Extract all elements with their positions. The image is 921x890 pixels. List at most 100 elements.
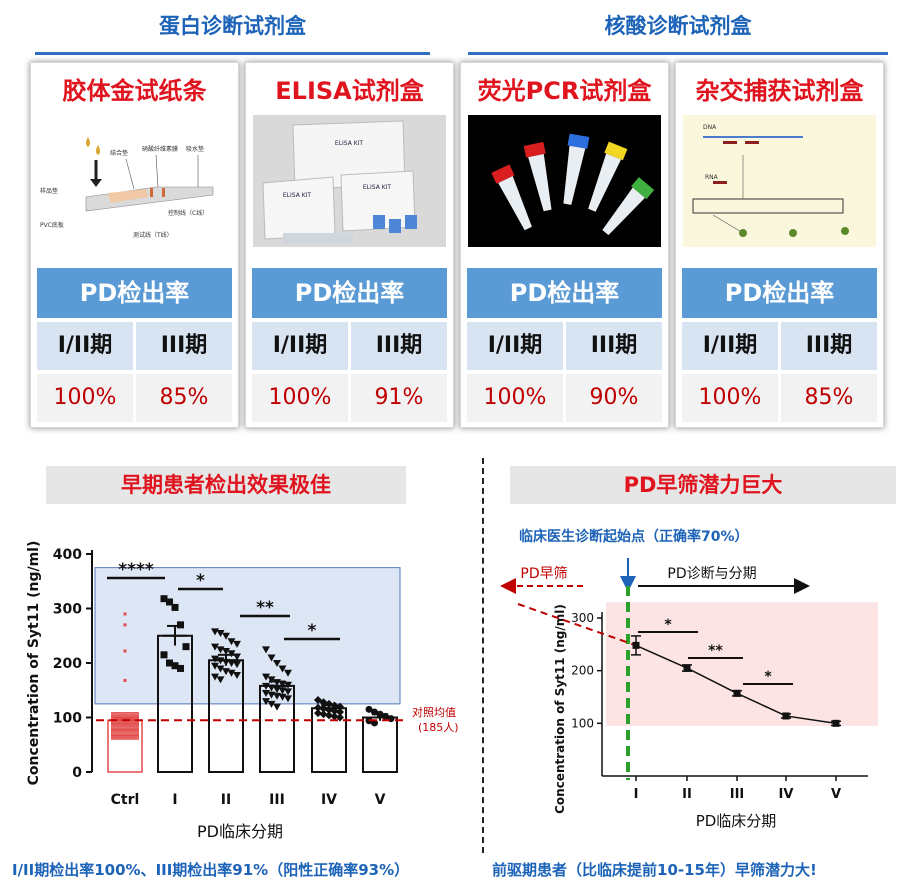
bar-V	[362, 716, 398, 773]
ctrl-outlier	[123, 678, 127, 682]
significance-label: *	[196, 571, 205, 591]
data-point	[222, 632, 230, 640]
data-point	[376, 710, 384, 718]
x-tick-label: III	[269, 792, 285, 808]
early-screen-label: PD早筛	[520, 566, 567, 582]
data-point	[319, 710, 328, 719]
elisa-kit-photo: ELISA KIT ELISA KIT ELISA KIT	[253, 115, 446, 247]
data-point	[683, 664, 691, 672]
data-point	[216, 630, 225, 638]
data-point	[233, 640, 241, 648]
data-point	[325, 711, 333, 720]
reference-label: 对照均值	[412, 705, 456, 719]
y-tick-label: 300	[571, 611, 594, 625]
group-title-nucleic: 核酸诊断试剂盒	[604, 14, 752, 38]
y-axis-label: Concentration of Syt11 (ng/ml)	[26, 541, 42, 786]
data-point	[267, 676, 276, 684]
data-point	[273, 703, 281, 711]
label-rna: RNA	[705, 174, 719, 181]
data-point	[160, 651, 168, 659]
data-point	[284, 695, 292, 703]
significance-label: ****	[118, 560, 154, 580]
data-point	[330, 701, 339, 710]
ctrl-outlier	[123, 649, 127, 653]
x-tick-label: II	[221, 792, 231, 808]
x-tick-label: III	[730, 787, 745, 802]
data-point	[160, 595, 168, 603]
label-pvc: PVC底板	[40, 221, 64, 229]
data-point	[171, 662, 179, 670]
data-point	[227, 638, 236, 646]
data-point	[262, 673, 270, 681]
rate-early: 100%	[467, 374, 563, 422]
y-tick-label: 200	[53, 656, 82, 672]
stage-header-early: I/II期	[37, 322, 133, 370]
detection-rate-bar: PD检出率	[682, 268, 877, 318]
data-point	[278, 665, 287, 673]
data-point	[233, 653, 241, 661]
panel-divider	[482, 458, 484, 853]
y-tick-label: 400	[53, 547, 82, 563]
data-point	[284, 669, 292, 677]
label-dna-top: DNA	[703, 124, 717, 131]
detection-rate-bar: PD检出率	[252, 268, 447, 318]
data-point	[325, 705, 333, 714]
data-point	[216, 676, 225, 684]
x-tick-label: I	[172, 792, 177, 808]
diagnosis-label: PD诊断与分期	[667, 566, 756, 582]
left-caption: I/II期检出率100%、III期检出率91%（阳性正确率93%）	[12, 861, 410, 879]
data-point	[233, 671, 241, 679]
data-point	[330, 712, 339, 721]
label-absorbent: 吸水垫	[186, 145, 204, 153]
card-title: ELISA试剂盒	[275, 77, 424, 105]
x-tick-label: IV	[779, 787, 794, 802]
label-sample-pad: 样品垫	[40, 187, 58, 195]
kit-card-pcr: 荧光PCR试剂盒 PD检出率 I/II期 III期 100% 90%	[460, 62, 669, 428]
data-point	[211, 643, 219, 651]
data-point	[284, 681, 292, 689]
kit-card-elisa: ELISA试剂盒 ELISA KIT ELISA KIT ELISA KIT P…	[245, 62, 454, 428]
y-tick-label: 100	[571, 716, 594, 730]
data-point	[382, 712, 389, 720]
stage-header-early: I/II期	[467, 322, 563, 370]
label-test-line: 测试线（T线）	[133, 231, 173, 239]
diagnosis-start-note: 临床医生诊断起始点（正确率70%）	[519, 529, 749, 545]
data-point	[227, 650, 236, 658]
rate-late: 85%	[781, 374, 877, 422]
significance-label: *	[664, 617, 672, 633]
data-point	[330, 706, 339, 715]
data-point	[182, 643, 190, 651]
elisa-box-label-left: ELISA KIT	[283, 192, 312, 199]
significance-label: *	[308, 621, 317, 641]
y-axis-label: Concentration of Syt11 (ng/ml)	[553, 604, 567, 814]
stage-header-late: III期	[136, 322, 232, 370]
ctrl-outlier	[123, 612, 127, 616]
data-point	[211, 673, 219, 681]
hybrid-capture-diagram: DNA RNA	[683, 115, 876, 247]
data-point	[227, 669, 236, 677]
significance-label: **	[708, 643, 723, 659]
data-point	[233, 661, 241, 669]
significance-label: **	[256, 598, 274, 618]
data-point	[216, 665, 225, 673]
data-point	[273, 660, 281, 667]
label-membrane: 硝酸纤维素膜	[142, 145, 178, 153]
rate-early: 100%	[682, 374, 778, 422]
x-tick-label: II	[682, 787, 692, 802]
extrapolation-line	[517, 603, 637, 647]
x-tick-label: Ctrl	[111, 792, 140, 808]
data-point	[262, 646, 270, 654]
rate-late: 91%	[351, 374, 447, 422]
data-point	[733, 689, 741, 697]
test-strip-diagram: 结合垫 硝酸纤维素膜 吸水垫 样品垫 PVC底板 控制线（C线） 测试线（T线）	[38, 115, 231, 247]
data-point	[166, 659, 173, 667]
stage-header-late: III期	[566, 322, 662, 370]
elisa-box-label-right: ELISA KIT	[363, 184, 392, 191]
data-point	[365, 705, 373, 713]
data-point	[371, 708, 378, 716]
stage-header-early: I/II期	[682, 322, 778, 370]
card-title: 杂交捕获试剂盒	[695, 77, 864, 105]
card-title: 荧光PCR试剂盒	[477, 77, 652, 105]
